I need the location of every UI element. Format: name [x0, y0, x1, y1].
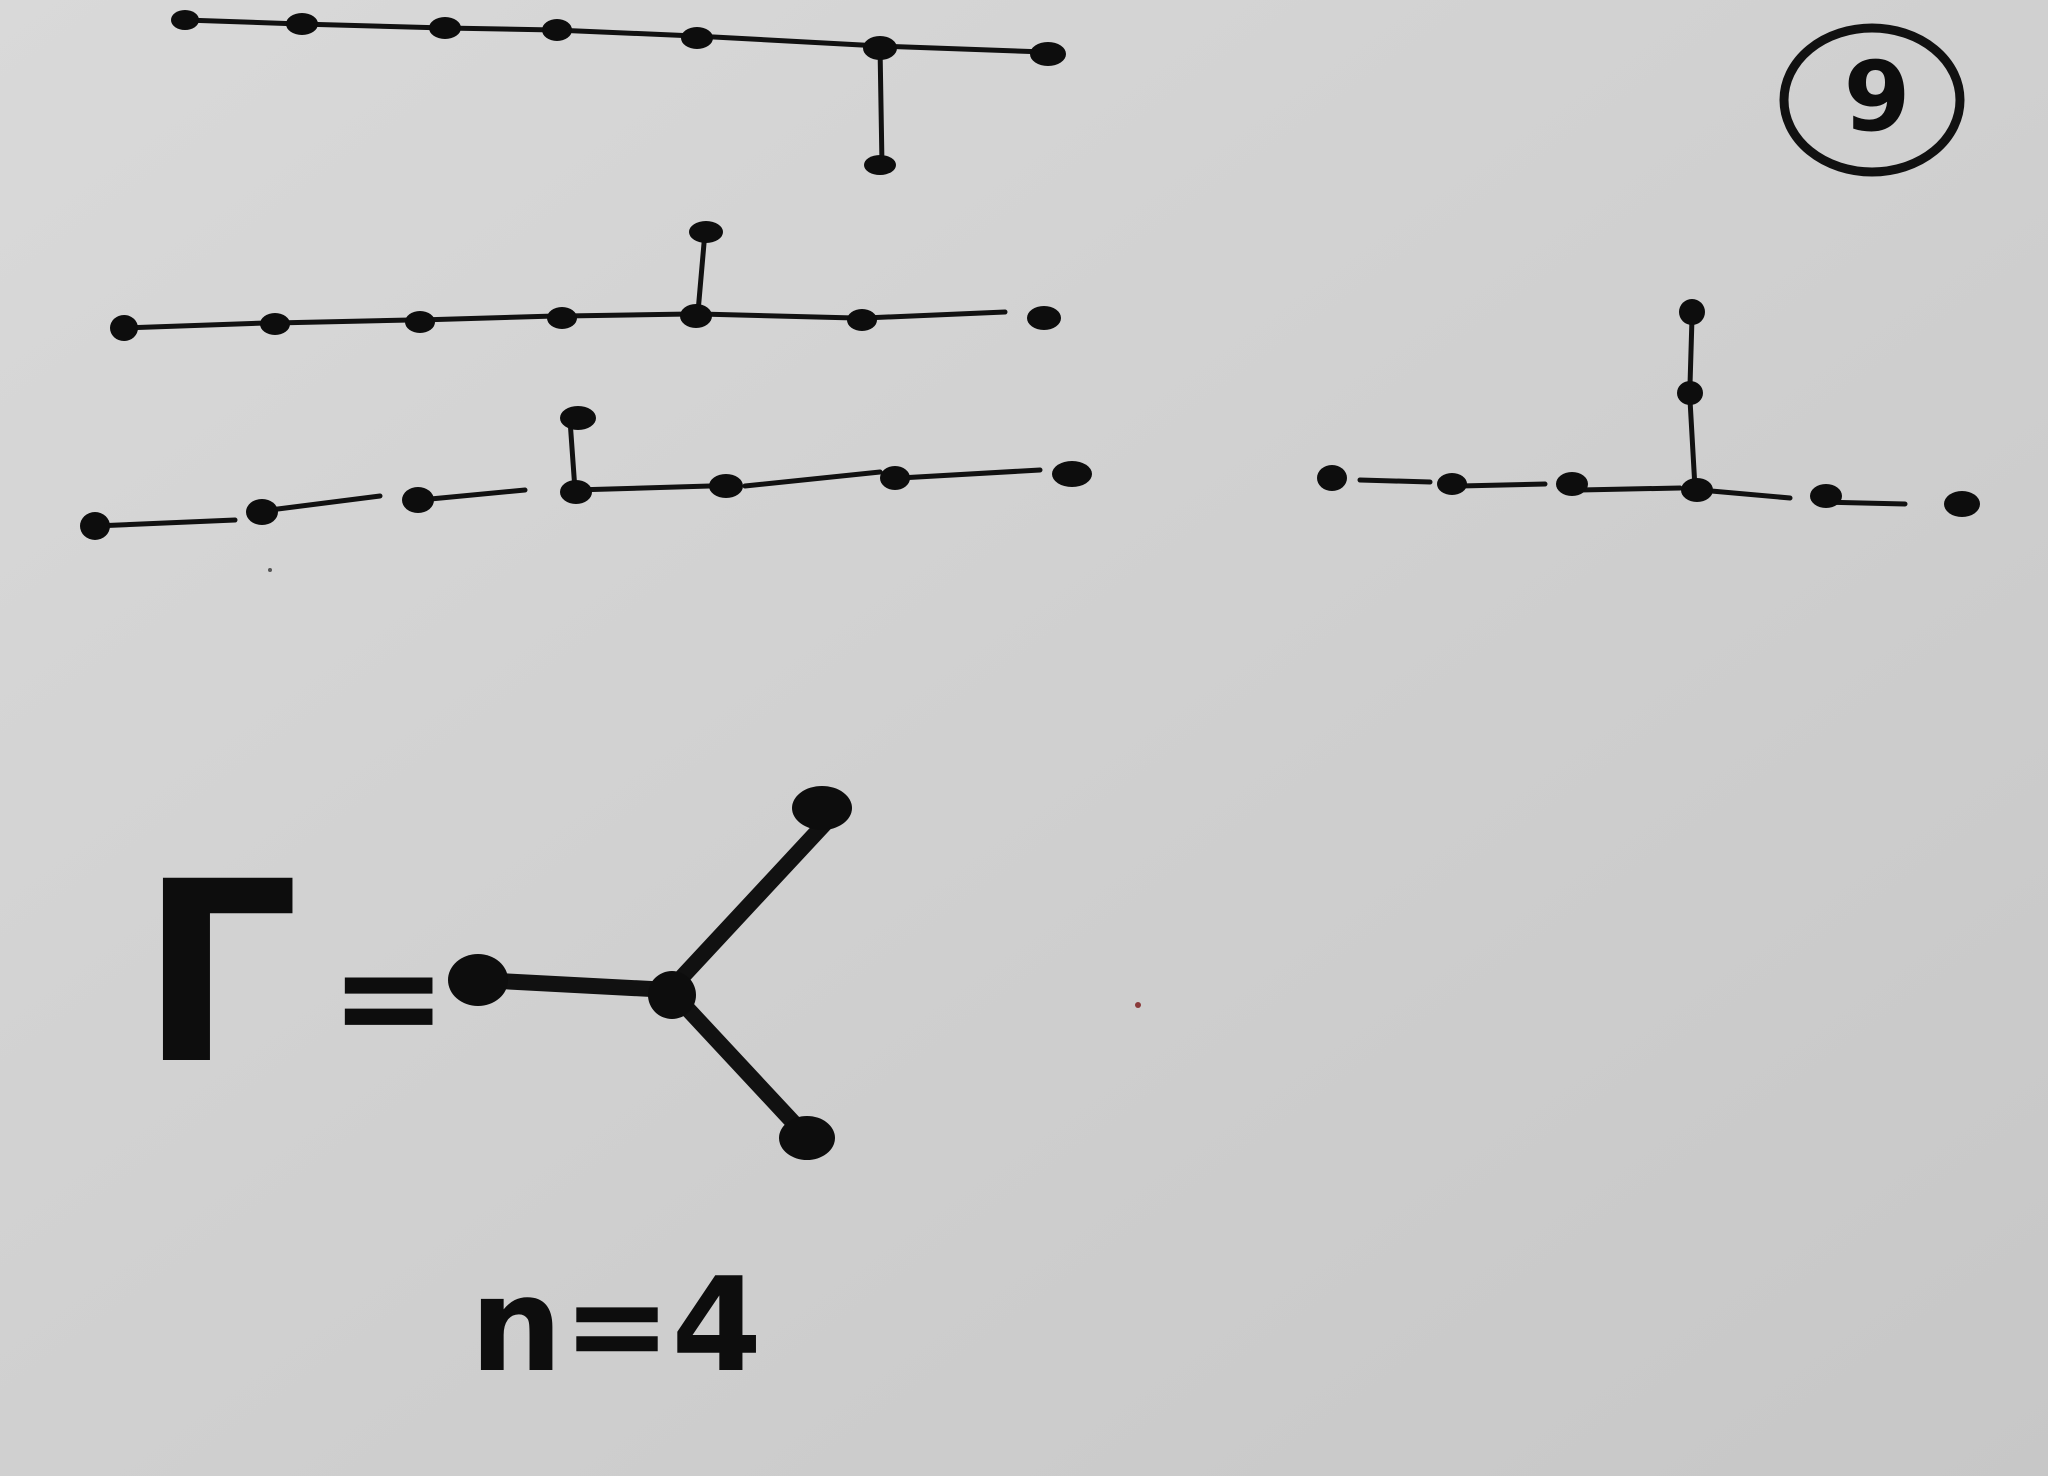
node	[1317, 465, 1347, 491]
node	[429, 17, 461, 39]
ink-speck	[268, 568, 272, 572]
node	[1944, 491, 1980, 517]
node	[1437, 473, 1467, 495]
circle-outline	[1779, 23, 1965, 177]
page-number: 9	[1844, 41, 1911, 153]
node-left	[448, 954, 508, 1006]
node	[286, 13, 318, 35]
node-top	[792, 786, 852, 830]
node	[1810, 484, 1842, 508]
star-graph	[448, 786, 852, 1160]
node	[405, 311, 435, 333]
node	[709, 474, 743, 498]
node	[171, 10, 199, 30]
node	[1677, 381, 1703, 405]
node	[880, 466, 910, 490]
node	[847, 309, 877, 331]
edges	[182, 17, 1048, 168]
dynkin-diagram-3	[80, 406, 1092, 540]
node	[560, 406, 596, 430]
node	[246, 499, 278, 525]
node	[1027, 306, 1061, 330]
node	[547, 307, 577, 329]
node-center	[648, 971, 696, 1019]
ink-speck	[1135, 1002, 1141, 1008]
node	[110, 315, 138, 341]
dynkin-diagram-1	[171, 10, 1066, 175]
node	[1556, 472, 1588, 496]
node	[1030, 42, 1066, 66]
node-bottom	[779, 1116, 835, 1160]
equals-sign: =	[330, 916, 447, 1079]
node	[1681, 478, 1713, 502]
dynkin-diagram-4	[1317, 299, 1980, 517]
node	[680, 304, 712, 328]
dynkin-diagram-2	[110, 221, 1061, 341]
node	[560, 480, 592, 504]
page-number-badge: 9	[1779, 23, 1965, 177]
node	[681, 27, 713, 49]
node	[1052, 461, 1092, 487]
gamma-symbol: Γ	[140, 828, 299, 1119]
gamma-definition: Γ =	[140, 786, 852, 1160]
node	[260, 313, 290, 335]
node	[80, 512, 110, 540]
node	[1679, 299, 1705, 325]
node	[402, 487, 434, 513]
node	[542, 19, 572, 41]
n-equation: n=4	[470, 1249, 762, 1401]
edges	[119, 229, 1008, 331]
edges	[92, 417, 1043, 529]
node	[863, 36, 897, 60]
node	[689, 221, 723, 243]
edges	[1357, 315, 1908, 507]
edges	[472, 810, 838, 1143]
node	[864, 155, 896, 175]
